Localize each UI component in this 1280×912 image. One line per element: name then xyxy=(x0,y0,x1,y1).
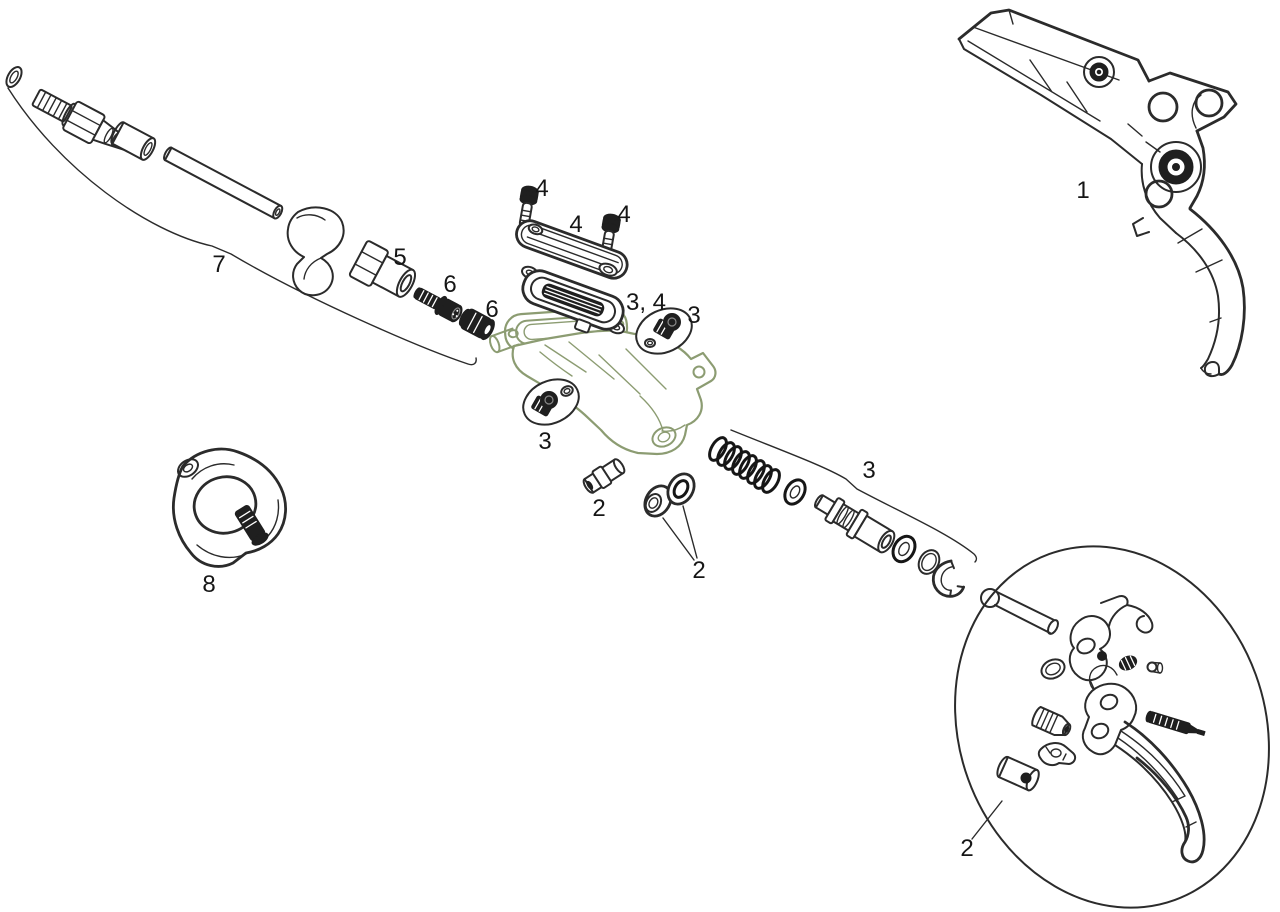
callout-bracket-3 xyxy=(730,429,978,563)
set-screw xyxy=(1118,655,1138,671)
part-label-2a: 2 xyxy=(592,495,605,522)
hose-sleeve xyxy=(110,121,157,161)
barrel-nut xyxy=(996,755,1040,792)
part-label-4a: 4 xyxy=(535,175,548,202)
o-ring-small xyxy=(5,66,23,88)
grommet-right xyxy=(635,307,693,355)
piston xyxy=(813,494,896,554)
circlip xyxy=(931,559,966,598)
part-label-3b: 3 xyxy=(538,428,551,455)
compression-nut xyxy=(348,240,417,298)
part-label-3c: 3 xyxy=(862,457,875,484)
retainer-clip xyxy=(1037,742,1077,767)
part-label-2c: 2 xyxy=(960,835,973,862)
detail-circle xyxy=(954,545,1270,909)
callout-leader-2c xyxy=(971,800,1003,840)
return-spring xyxy=(708,436,781,494)
callout-leader-7 xyxy=(7,87,477,366)
compression-bolt xyxy=(413,287,463,323)
hose-olive xyxy=(458,308,495,341)
banjo-bolt xyxy=(1083,56,1115,88)
hose-cover xyxy=(286,206,345,297)
part-label-3a: 3 xyxy=(687,302,700,329)
reach-adjust-knob xyxy=(1031,705,1072,737)
lever-pivot xyxy=(1150,141,1202,193)
part-label-8: 8 xyxy=(202,571,215,598)
o-ring xyxy=(917,549,941,575)
reservoir-cover xyxy=(515,219,629,280)
part-label-6b: 6 xyxy=(485,296,498,323)
cup-seal xyxy=(783,478,807,506)
lever-blade xyxy=(1175,207,1246,378)
callout-leader-2b xyxy=(662,505,698,561)
clamp-tab xyxy=(177,458,199,478)
pivot-pin xyxy=(582,458,626,494)
part-label-4b: 4 xyxy=(569,211,582,238)
callout-labels: 1 7 5 6 6 4 4 4 3, 4 3 3 2 2 3 8 2 xyxy=(202,175,1089,862)
part-label-5: 5 xyxy=(393,244,406,271)
hose-tube xyxy=(163,146,284,220)
rivet xyxy=(1146,661,1164,674)
lever-axle-pin xyxy=(980,588,1059,635)
part-label-4c: 4 xyxy=(617,201,630,228)
adjuster-screw xyxy=(1145,710,1206,736)
piston-kit-group xyxy=(708,429,978,598)
clamp-bore xyxy=(1194,88,1224,118)
handlebar-clamp xyxy=(171,447,287,568)
cam-o-ring xyxy=(1040,658,1066,680)
clamp-bolt xyxy=(234,504,269,546)
part-label-3-4: 3, 4 xyxy=(626,289,666,316)
grommet-left xyxy=(522,378,580,426)
hose-kit-group xyxy=(5,66,477,366)
lower-bore xyxy=(1144,179,1174,209)
pivot-bushings xyxy=(643,472,698,561)
part-label-6a: 6 xyxy=(443,271,456,298)
part-label-2b: 2 xyxy=(692,557,705,584)
blade-sub-assembly xyxy=(1081,664,1206,864)
lever-assembly xyxy=(957,8,1246,378)
hose-port xyxy=(488,327,520,354)
part-label-1: 1 xyxy=(1076,177,1089,204)
reservoir-bladder xyxy=(521,265,625,335)
lever-internals-group xyxy=(954,545,1270,909)
piston-seal xyxy=(891,534,917,564)
upper-bore xyxy=(1147,91,1179,123)
return-wire-spring xyxy=(1100,595,1154,634)
part-label-7: 7 xyxy=(212,251,225,278)
